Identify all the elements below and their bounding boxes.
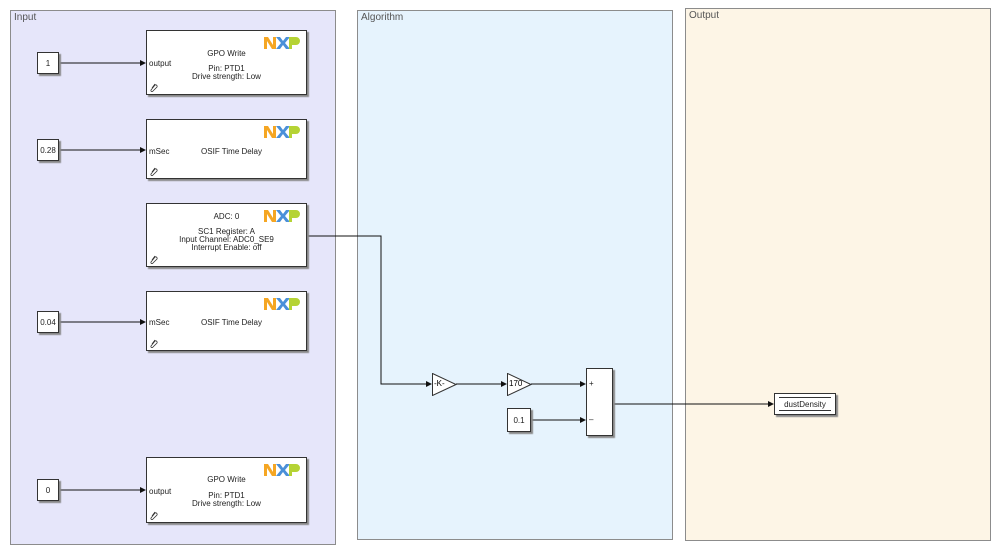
- constant-block[interactable]: 0.28: [37, 139, 59, 161]
- input-port-label: mSec: [149, 318, 170, 327]
- store-bottom-line: [779, 410, 831, 411]
- link-icon: [150, 167, 158, 176]
- output-area[interactable]: Output: [685, 8, 991, 541]
- input-port-label: output: [149, 59, 172, 68]
- algorithm-area[interactable]: Algorithm: [357, 10, 673, 540]
- block-param: SC1 Register: A: [198, 227, 255, 236]
- block-title: GPO Write: [207, 475, 246, 484]
- input-area-title: Input: [14, 12, 37, 23]
- algorithm-area-title: Algorithm: [361, 12, 404, 23]
- constant-block[interactable]: 0: [37, 479, 59, 501]
- nxp-logo: [264, 37, 300, 49]
- gain-triangle-icon: [432, 372, 458, 397]
- constant-value: 0.04: [40, 317, 56, 327]
- constant-block[interactable]: 1: [37, 52, 59, 74]
- input-area[interactable]: Input: [10, 10, 336, 545]
- store-top-line: [779, 397, 831, 398]
- block-title: OSIF Time Delay: [201, 147, 262, 156]
- gain-value: 170: [509, 379, 523, 388]
- block-title: ADC: 0: [213, 212, 240, 221]
- link-icon: [150, 511, 158, 520]
- constant-value: 0.1: [513, 415, 525, 425]
- adc-block[interactable]: ADC: 0 SC1 Register: A Input Channel: AD…: [146, 203, 307, 267]
- link-icon: [150, 255, 158, 264]
- block-param: Interrupt Enable: off: [191, 243, 262, 252]
- input-port-label: mSec: [149, 147, 170, 156]
- block-title: GPO Write: [207, 49, 246, 58]
- nxp-logo: [264, 126, 300, 138]
- constant-value: 0.28: [40, 145, 56, 155]
- osif-time-delay-block[interactable]: OSIF Time Delay mSec: [146, 119, 307, 179]
- constant-value: 0: [45, 485, 51, 495]
- subtract-block[interactable]: + –: [586, 368, 613, 436]
- plus-sign: +: [589, 379, 594, 388]
- link-icon: [150, 339, 158, 348]
- link-icon: [150, 83, 158, 92]
- block-title: OSIF Time Delay: [201, 318, 262, 327]
- block-param: Drive strength: Low: [192, 72, 261, 81]
- gain-block[interactable]: 170: [507, 372, 533, 397]
- data-store-write-block[interactable]: dustDensity: [774, 393, 836, 415]
- nxp-logo: [264, 464, 300, 476]
- gain-triangle-icon: [507, 372, 533, 397]
- gain-value: -K-: [434, 379, 445, 388]
- nxp-logo: [264, 298, 300, 310]
- constant-block[interactable]: 0.1: [507, 408, 531, 432]
- minus-sign: –: [589, 415, 594, 424]
- gain-block[interactable]: -K-: [432, 372, 458, 397]
- block-param: Pin: PTD1: [208, 491, 245, 500]
- input-port-label: output: [149, 487, 172, 496]
- osif-time-delay-block[interactable]: OSIF Time Delay mSec: [146, 291, 307, 351]
- gpo-write-block[interactable]: GPO Write Pin: PTD1 Drive strength: Low …: [146, 30, 307, 95]
- block-param: Drive strength: Low: [192, 499, 261, 508]
- nxp-logo: [264, 210, 300, 222]
- constant-value: 1: [45, 58, 51, 68]
- data-store-name: dustDensity: [784, 399, 826, 409]
- block-param: Pin: PTD1: [208, 64, 245, 73]
- constant-block[interactable]: 0.04: [37, 311, 59, 333]
- gpo-write-block[interactable]: GPO Write Pin: PTD1 Drive strength: Low …: [146, 457, 307, 523]
- output-area-title: Output: [689, 10, 720, 21]
- block-param: Input Channel: ADC0_SE9: [179, 235, 274, 244]
